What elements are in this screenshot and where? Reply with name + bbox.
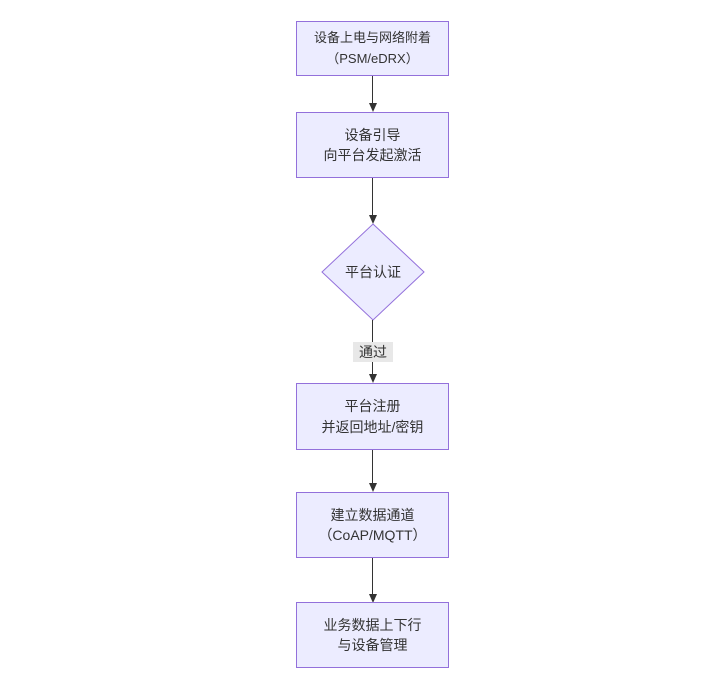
node-business-data-label: 业务数据上下行 与设备管理 (323, 616, 422, 653)
edge-4-line (372, 450, 373, 483)
node-power-attach: 设备上电与网络附着 （PSM/eDRX） (296, 21, 449, 76)
edge-2-line (372, 178, 373, 215)
node-data-channel-label: 建立数据通道 （CoAP/MQTT） (318, 506, 427, 543)
node-platform-register-label: 平台注册 并返回地址/密钥 (321, 398, 424, 435)
edge-3-label: 通过 (353, 342, 393, 362)
node-platform-auth-shape (321, 223, 425, 321)
edge-5-line (372, 558, 373, 594)
node-bootstrap-activate-label: 设备引导 向平台发起激活 (323, 126, 422, 163)
edge-5-arrowhead-icon (369, 594, 377, 603)
node-platform-auth-label: 平台认证 (345, 264, 401, 280)
edge-1-arrowhead-icon (369, 103, 377, 112)
node-power-attach-label: 设备上电与网络附着 （PSM/eDRX） (313, 30, 431, 66)
edge-3-arrowhead-icon (369, 374, 377, 383)
edge-1-line (372, 76, 373, 103)
node-business-data: 业务数据上下行 与设备管理 (296, 602, 449, 668)
node-data-channel: 建立数据通道 （CoAP/MQTT） (296, 492, 449, 558)
edge-4-arrowhead-icon (369, 483, 377, 492)
edge-2-arrowhead-icon (369, 215, 377, 224)
node-bootstrap-activate: 设备引导 向平台发起激活 (296, 112, 449, 178)
node-platform-register: 平台注册 并返回地址/密钥 (296, 383, 449, 450)
